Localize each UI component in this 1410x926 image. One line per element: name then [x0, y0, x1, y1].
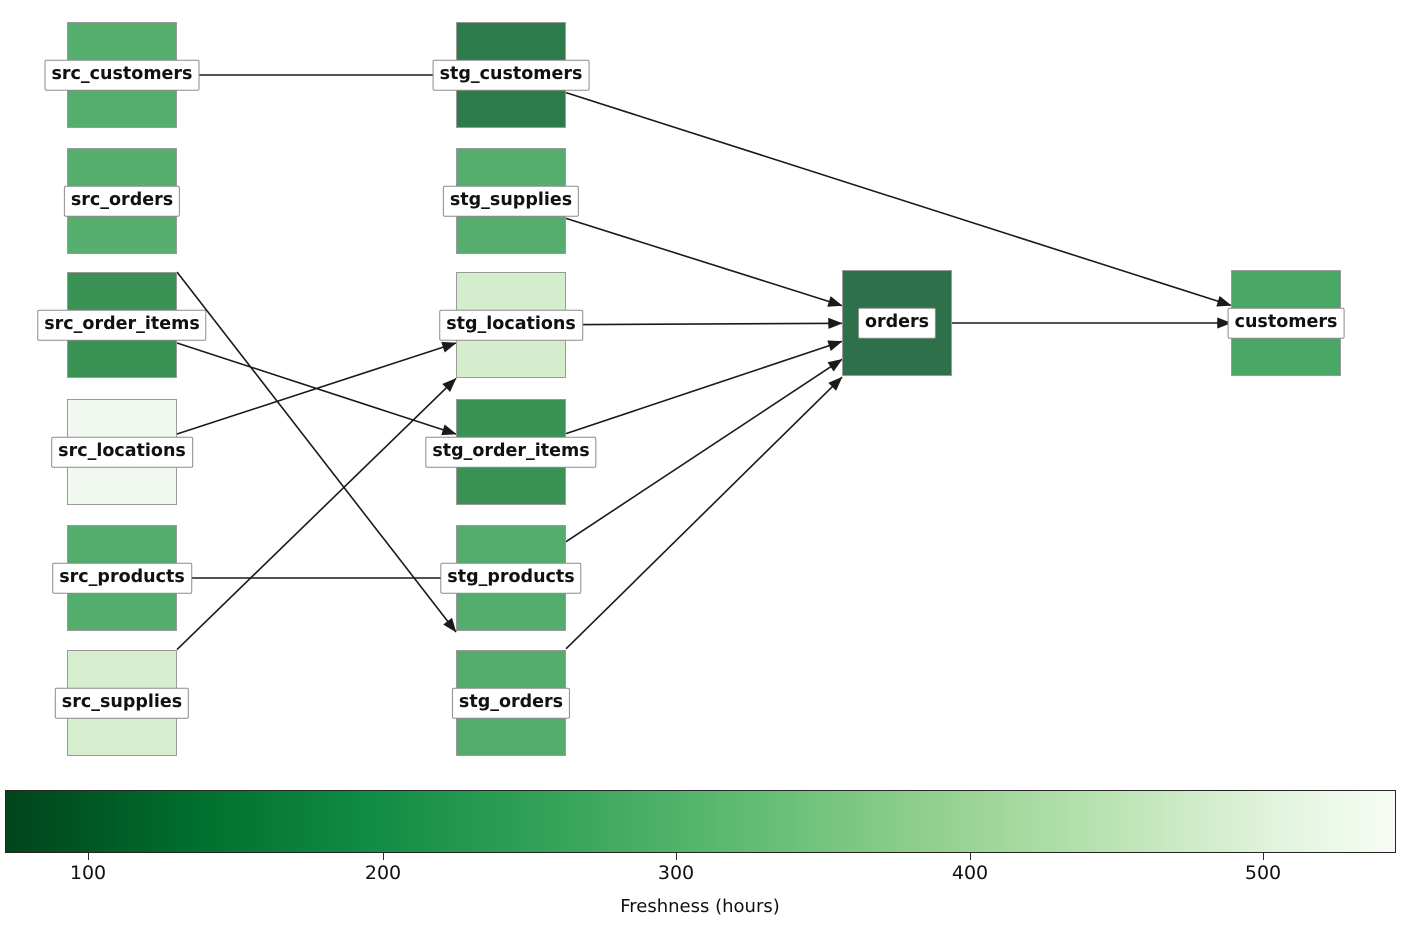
- colorbar-tick-100: [88, 853, 90, 860]
- colorbar-tick-label-100: 100: [69, 862, 107, 884]
- colorbar-tick-label-500: 500: [1244, 862, 1282, 884]
- colorbar-gradient: [5, 790, 1396, 853]
- edge-stg_order_items-to-orders: [565, 340, 843, 435]
- edge-stg_customers-to-customers: [565, 91, 1232, 307]
- node-label-src_orders[interactable]: src_orders: [63, 185, 181, 217]
- colorbar-tick-label-400: 400: [951, 862, 989, 884]
- node-label-src_customers[interactable]: src_customers: [44, 59, 200, 91]
- colorbar-tick-300: [676, 853, 678, 860]
- edge-layer: [176, 74, 1232, 651]
- node-label-src_supplies[interactable]: src_supplies: [54, 687, 190, 719]
- node-label-src_products[interactable]: src_products: [52, 562, 192, 594]
- colorbar-tick-400: [970, 853, 972, 860]
- edge-stg_orders-to-orders: [565, 376, 843, 650]
- colorbar-tick-label-300: 300: [657, 862, 695, 884]
- edge-stg_products-to-orders: [565, 358, 843, 543]
- colorbar-tick-label-200: 200: [364, 862, 402, 884]
- edge-stg_locations-to-orders: [565, 317, 843, 329]
- edges-group: [176, 74, 1232, 651]
- colorbar: [5, 790, 1396, 853]
- node-label-stg_supplies[interactable]: stg_supplies: [442, 185, 580, 217]
- colorbar-tick-500: [1263, 853, 1265, 860]
- node-label-orders[interactable]: orders: [857, 307, 937, 339]
- edge-src_locations-to-stg_locations: [176, 341, 457, 435]
- node-label-customers[interactable]: customers: [1227, 307, 1345, 339]
- edge-stg_supplies-to-orders: [565, 217, 843, 307]
- node-label-stg_order_items[interactable]: stg_order_items: [425, 436, 597, 468]
- node-label-stg_products[interactable]: stg_products: [440, 562, 582, 594]
- colorbar-tick-200: [383, 853, 385, 860]
- node-label-stg_customers[interactable]: stg_customers: [432, 59, 590, 91]
- edge-src_orders-to-stg_orders: [176, 271, 457, 633]
- edge-src_supplies-to-stg_locations: [176, 377, 457, 651]
- colorbar-axis-label: Freshness (hours): [620, 896, 780, 917]
- node-label-src_order_items[interactable]: src_order_items: [37, 309, 207, 341]
- node-label-stg_locations[interactable]: stg_locations: [439, 309, 583, 341]
- node-label-stg_orders[interactable]: stg_orders: [451, 687, 571, 719]
- node-label-src_locations[interactable]: src_locations: [51, 436, 193, 468]
